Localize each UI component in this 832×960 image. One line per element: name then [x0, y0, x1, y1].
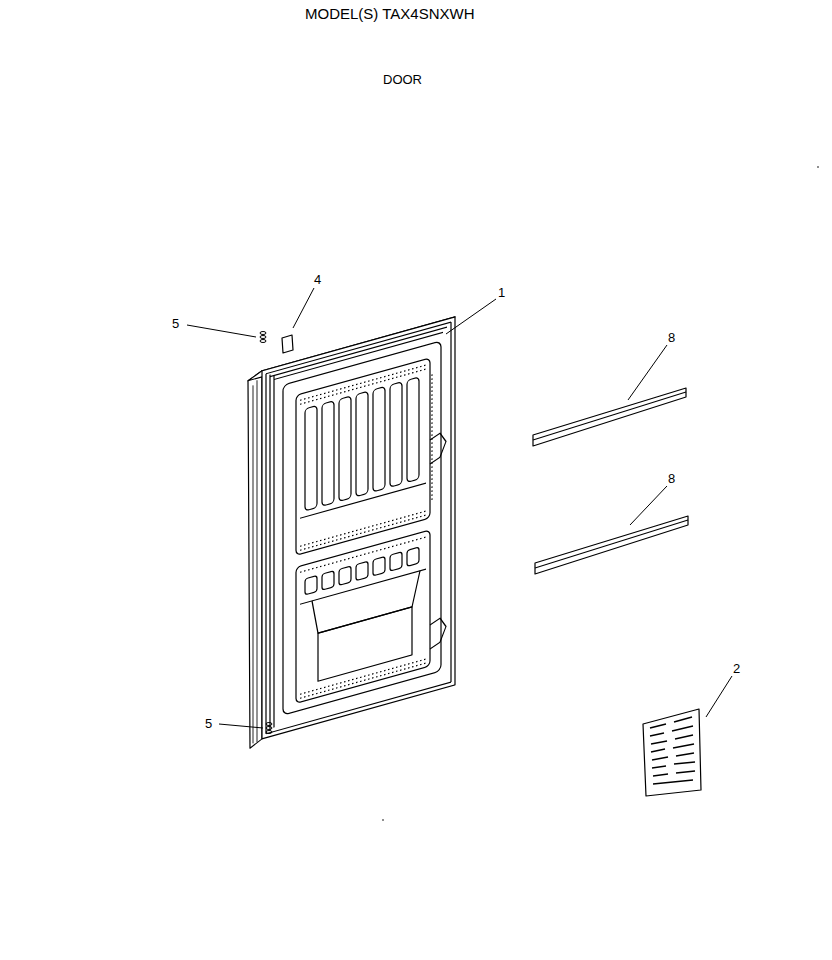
callout-number: 1 [497, 286, 506, 299]
model-title: MODEL(S) TAX4SNXWH [304, 6, 475, 21]
callout-number: 5 [204, 717, 213, 730]
callout-number: 2 [732, 662, 741, 675]
callout-number: 4 [313, 273, 322, 286]
section-name: DOOR [382, 73, 423, 86]
callout-number: 8 [667, 331, 676, 344]
callout-number: 5 [171, 317, 180, 330]
callout-number: 8 [667, 472, 676, 485]
